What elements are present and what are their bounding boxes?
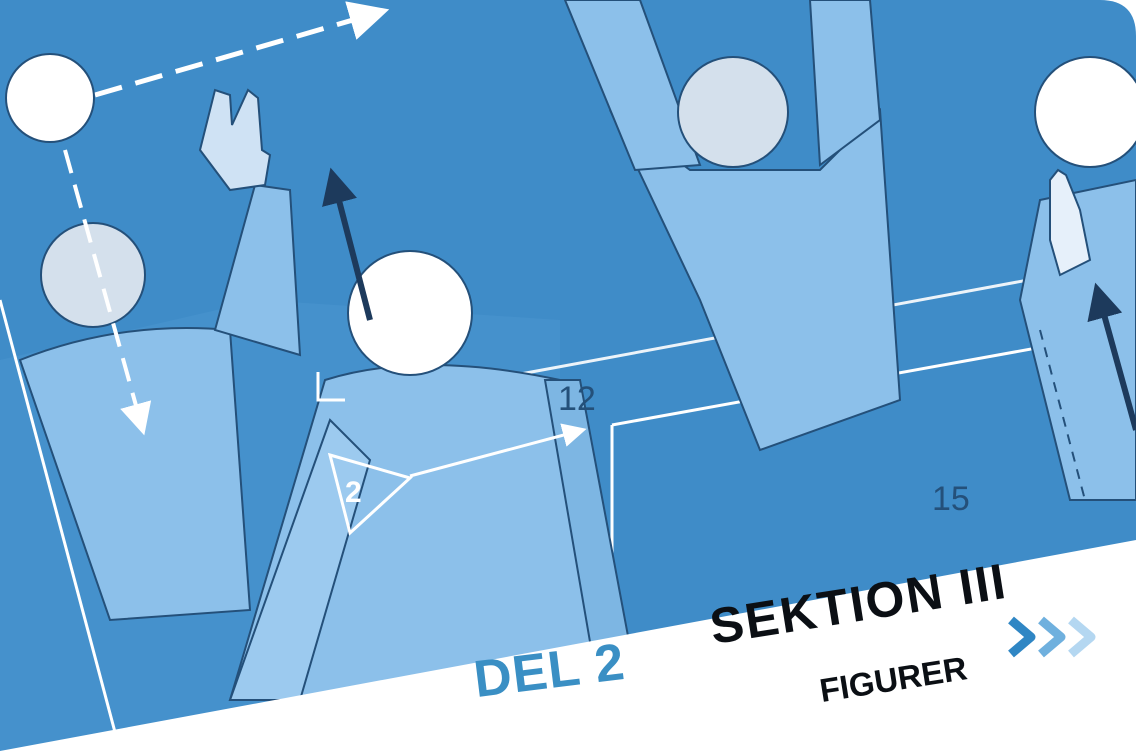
position-label-15: 15 [932, 480, 970, 518]
marker-number: 2 [345, 476, 362, 509]
arrow-chevrons-icon [1005, 612, 1105, 662]
position-label-12: 12 [558, 380, 596, 418]
start-position-circle [6, 54, 94, 142]
